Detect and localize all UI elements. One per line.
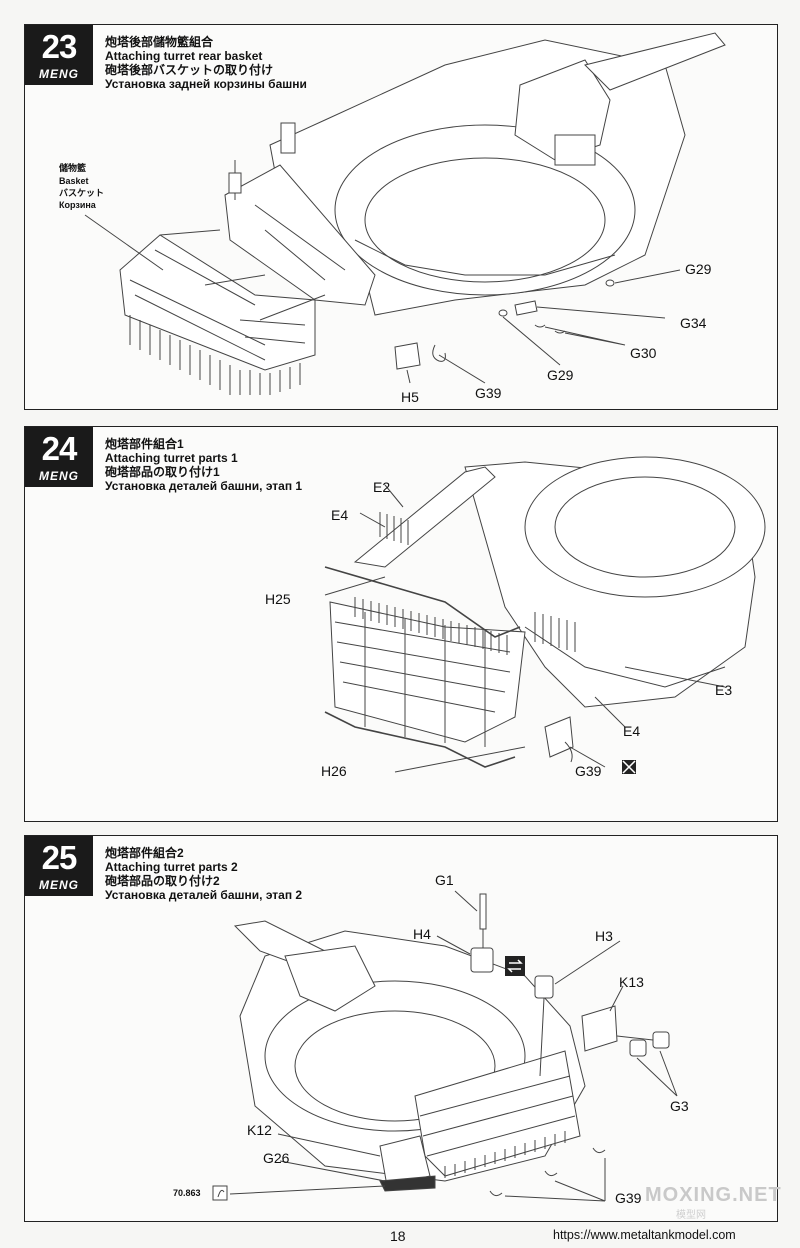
title-jp: 砲塔後部バスケットの取り付け	[105, 63, 274, 77]
part-label: E2	[373, 479, 391, 495]
part-label: G29	[547, 367, 574, 383]
brand-logo: MENG	[39, 878, 79, 892]
title-ru: Установка задней корзины башни	[105, 77, 307, 91]
tiedown-rows	[444, 1131, 566, 1178]
turret-parts-2-diagram	[212, 890, 678, 1202]
brand-logo: MENG	[39, 67, 79, 81]
part-label: K12	[247, 1122, 272, 1138]
title-cn: 炮塔部件組合1	[105, 437, 184, 451]
title-cn: 炮塔後部儲物籃組合	[105, 35, 214, 49]
part-label: G30	[630, 345, 657, 361]
watermark-sub: 模型网	[676, 1210, 706, 1221]
part-label: E3	[715, 682, 733, 698]
part-label: G39	[615, 1190, 642, 1206]
step-25-panel: 25 MENG 炮塔部件組合2 Attaching turret parts 2…	[24, 835, 778, 1222]
step-badge: 24 MENG	[25, 427, 93, 487]
title-en: Attaching turret parts 2	[105, 860, 238, 874]
part-label: G26	[263, 1150, 290, 1166]
part-label: G39	[575, 763, 602, 779]
title-en: Attaching turret parts 1	[105, 451, 238, 465]
step-badge: 25 MENG	[25, 836, 93, 896]
turret-parts-1-diagram	[324, 456, 766, 774]
title-cn: 炮塔部件組合2	[105, 846, 184, 860]
part-label: E4	[623, 723, 641, 739]
part-label: G29	[685, 261, 712, 277]
step-number: 24	[41, 430, 78, 467]
site-url[interactable]: https://www.metaltankmodel.com	[553, 1228, 736, 1242]
part-label: G1	[435, 872, 454, 888]
callout-jp: バスケット	[59, 188, 105, 198]
step-titles: 炮塔後部儲物籃組合 Attaching turret rear basket 砲…	[105, 35, 307, 91]
step-24-panel: 24 MENG 炮塔部件組合1 Attaching turret parts 1…	[24, 426, 778, 822]
watermark-logo: MOXING.NET	[645, 1184, 782, 1206]
wire-code: 70.863	[173, 1188, 201, 1198]
part-label: H25	[265, 591, 291, 607]
title-en: Attaching turret rear basket	[105, 49, 263, 63]
part-label: G3	[670, 1098, 689, 1114]
basket-tiedowns	[129, 315, 301, 395]
part-label: G39	[475, 385, 502, 401]
title-ru: Установка деталей башни, этап 1	[105, 479, 303, 493]
part-label: H5	[401, 389, 419, 405]
part-label: H3	[595, 928, 613, 944]
step-titles: 炮塔部件組合2 Attaching turret parts 2 砲塔部品の取り…	[105, 846, 302, 902]
part-label: G34	[680, 315, 707, 331]
callout-en: Basket	[59, 176, 89, 186]
title-jp: 砲塔部品の取り付け2	[105, 874, 220, 888]
brand-logo: MENG	[39, 469, 79, 483]
step-number: 25	[41, 839, 78, 876]
turret-basket-diagram	[84, 32, 726, 395]
part-label: H4	[413, 926, 431, 942]
step-number: 23	[41, 28, 78, 65]
title-ru: Установка деталей башни, этап 2	[105, 888, 303, 902]
step-badge: 23 MENG	[25, 25, 93, 85]
title-jp: 砲塔部品の取り付け1	[105, 465, 220, 479]
callout-cn: 儲物籃	[59, 163, 87, 173]
step-23-panel: 23 MENG 炮塔後部儲物籃組合 Attaching turret rear …	[24, 24, 778, 410]
part-label: H26	[321, 763, 347, 779]
page-number: 18	[390, 1228, 406, 1244]
step-titles: 炮塔部件組合1 Attaching turret parts 1 砲塔部品の取り…	[105, 437, 302, 493]
callout-ru: Корзина	[59, 200, 96, 210]
part-label: K13	[619, 974, 644, 990]
part-label: E4	[331, 507, 349, 523]
